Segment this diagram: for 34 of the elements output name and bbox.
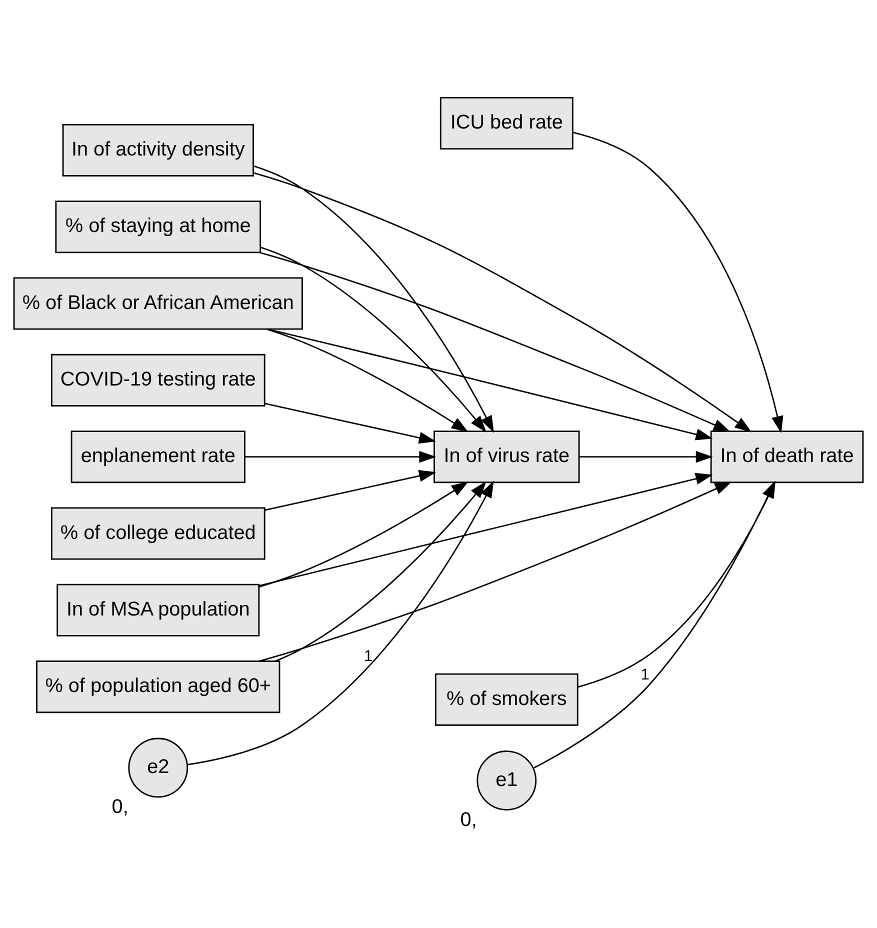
node-box: % of smokers xyxy=(434,672,578,726)
node-box: enplanement rate xyxy=(70,430,246,483)
arrow xyxy=(187,480,494,765)
arrow xyxy=(253,172,752,432)
arrow xyxy=(259,481,732,662)
arrow xyxy=(259,251,730,432)
node-circle: e2 xyxy=(128,737,188,798)
node-circle: e1 xyxy=(476,750,537,810)
arrow xyxy=(572,131,784,433)
node-box: In of MSA population xyxy=(56,583,260,636)
arrow xyxy=(264,402,436,444)
node-box: % of staying at home xyxy=(55,200,262,253)
arrow xyxy=(274,480,486,662)
node-box: In of virus rate xyxy=(434,430,580,483)
node-box: COVID-19 testing rate xyxy=(50,353,266,406)
arrow xyxy=(267,328,713,440)
arrow xyxy=(579,450,713,462)
arrow xyxy=(266,328,468,432)
arrow xyxy=(260,246,486,432)
node-box: ICU bed rate xyxy=(440,96,574,149)
node-box: % of population aged 60+ xyxy=(36,660,280,713)
node-box: % of college educated xyxy=(50,506,266,560)
edge-label: 1 xyxy=(364,647,373,664)
node-box: In of activity density xyxy=(62,123,254,176)
node-box: % of Black or African American xyxy=(13,276,303,330)
node-box: In of death rate xyxy=(710,430,864,483)
arrow xyxy=(259,480,468,588)
arrow xyxy=(259,472,713,586)
arrow xyxy=(245,450,436,462)
node-label: 0, xyxy=(112,796,128,818)
node-label: 0, xyxy=(460,808,477,830)
arrow xyxy=(264,470,436,510)
arrow xyxy=(253,164,494,432)
edge-label: 1 xyxy=(640,666,650,683)
